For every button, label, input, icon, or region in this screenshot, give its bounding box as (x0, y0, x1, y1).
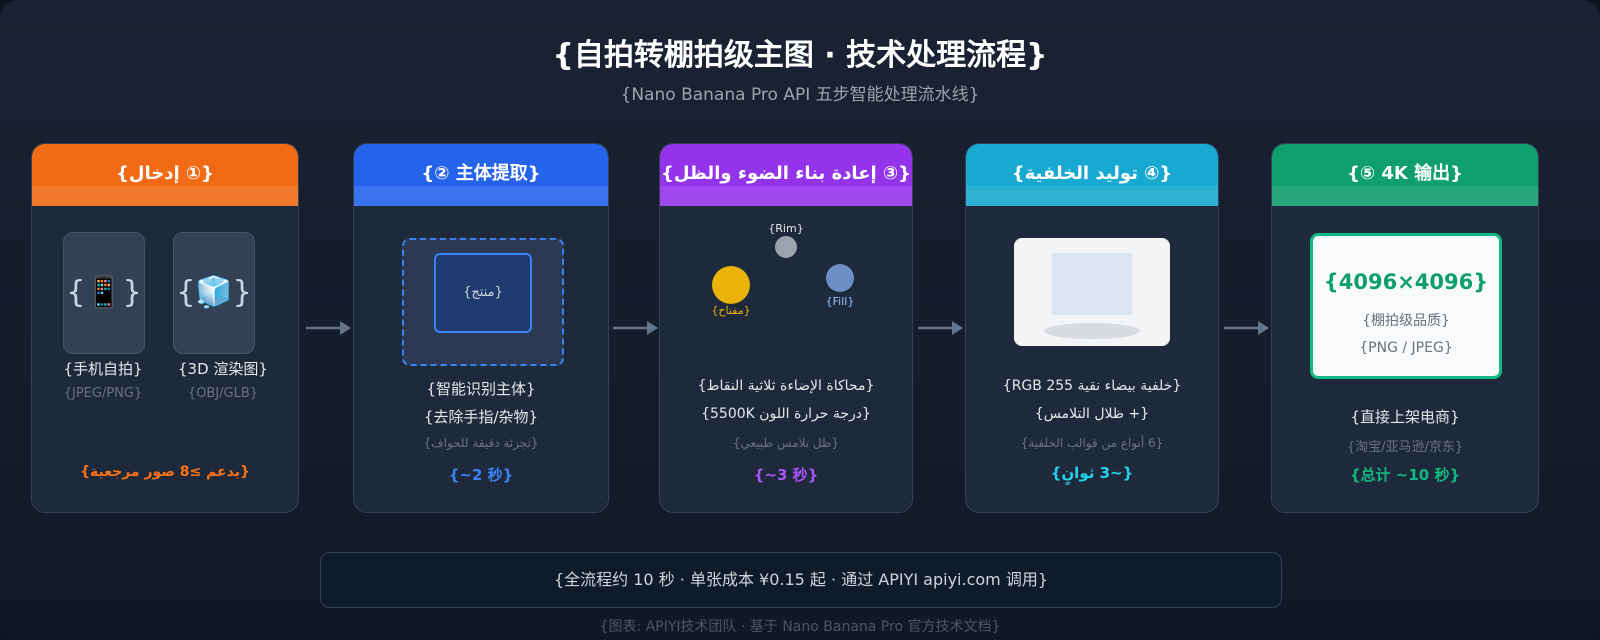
step-relight-line1: {محاكاة الإضاءة ثلاثية النقاط} (697, 378, 875, 394)
step-input-header: {① إدخال} (32, 144, 298, 206)
output-resolution: {4096×4096} (1323, 270, 1489, 294)
step-extract-card: {② 主体提取} {منتج} {智能识别主体} {去除手指/杂物} {تجزئ… (353, 143, 609, 513)
arrow-icon (306, 321, 351, 335)
output-preview: {4096×4096} {棚拍级品质} {PNG / JPEG} (1310, 233, 1502, 379)
step-background-time: {~3 ثوانٍ} (1050, 464, 1134, 482)
key-light (712, 266, 750, 304)
step-background-line1: {خلفية بيضاء نقية RGB 255} (1002, 378, 1182, 394)
selfie-label: {手机自拍} (63, 360, 143, 378)
cube-icon: {🧊} (173, 232, 255, 354)
step-relight-line2: {درجة حرارة اللون 5500K} (701, 406, 871, 422)
selfie-format: {JPEG/PNG} (63, 386, 143, 401)
step-extract-line2: {去除手指/杂物} (423, 408, 539, 426)
step-extract-time: {~2 秒} (448, 466, 514, 484)
step-extract-line1: {智能识别主体} (426, 380, 536, 398)
output-formats: {PNG / JPEG} (1359, 340, 1453, 356)
fill-light (826, 264, 854, 292)
step-relight-detail: {ظل تلامس طبيعي} (732, 436, 840, 450)
render-label: {3D 渲染图} (178, 360, 268, 378)
step-background-header: {④ توليد الخلفية} (966, 144, 1218, 206)
chart-credit: {图表: APIYI技术团队 · 基于 Nano Banana Pro 官方技术… (599, 619, 1001, 635)
step-relight-card: {③ إعادة بناء الضوء والظل} {Rim} {مفتاح}… (659, 143, 913, 513)
step-output-line1: {直接上架电商} (1350, 408, 1460, 426)
step-extract-detail: {تجزئة دقيقة للحواف} (423, 436, 539, 450)
fill-light-label: {Fill} (825, 295, 855, 308)
step-output-detail: {淘宝/亚马逊/京东} (1346, 440, 1464, 455)
rim-light-label: {Rim} (768, 222, 804, 235)
step-input-card: {① إدخال} {📱} {🧊} {手机自拍} {3D 渲染图} {JPEG/… (31, 143, 299, 513)
preview-product (1052, 253, 1132, 315)
rim-light (775, 236, 797, 258)
summary-banner: {全流程约 10 秒 · 单张成本 ¥0.15 起 · 通过 APIYI api… (320, 552, 1282, 608)
step-relight-time: {~3 秒} (753, 466, 819, 484)
step-background-card: {④ توليد الخلفية} {خلفية بيضاء نقية RGB … (965, 143, 1219, 513)
step-background-detail: {6 أنواع من قوالب الخلفية} (1020, 436, 1164, 450)
arrow-icon (1224, 321, 1269, 335)
diagram-subtitle: {Nano Banana Pro API 五步智能处理流水线} (620, 85, 980, 105)
step-output-card: {⑤ 4K 输出} {4096×4096} {棚拍级品质} {PNG / JPE… (1271, 143, 1539, 513)
product-box: {منتج} (434, 253, 532, 333)
step-relight-header: {③ إعادة بناء الضوء والظل} (660, 144, 912, 206)
step-background-line2: {+ ظلال التلامس} (1034, 406, 1150, 422)
step-output-time: {总计 ~10 秒} (1349, 466, 1461, 484)
extraction-zone: {منتج} (402, 238, 564, 366)
step-output-header: {⑤ 4K 输出} (1272, 144, 1538, 206)
step-extract-header: {② 主体提取} (354, 144, 608, 206)
white-background-preview (1014, 238, 1170, 346)
phone-icon: {📱} (63, 232, 145, 354)
contact-shadow (1044, 323, 1140, 339)
key-light-label: {مفتاح} (711, 304, 751, 317)
arrow-icon (918, 321, 963, 335)
reference-images-note: {يدعم ≥8 صور مرجعية} (80, 464, 250, 480)
arrow-icon (613, 321, 658, 335)
output-quality: {棚拍级品质} (1362, 313, 1450, 329)
render-format: {OBJ/GLB} (187, 386, 259, 401)
diagram-title: {自拍转棚拍级主图 · 技术处理流程} (552, 38, 1048, 73)
